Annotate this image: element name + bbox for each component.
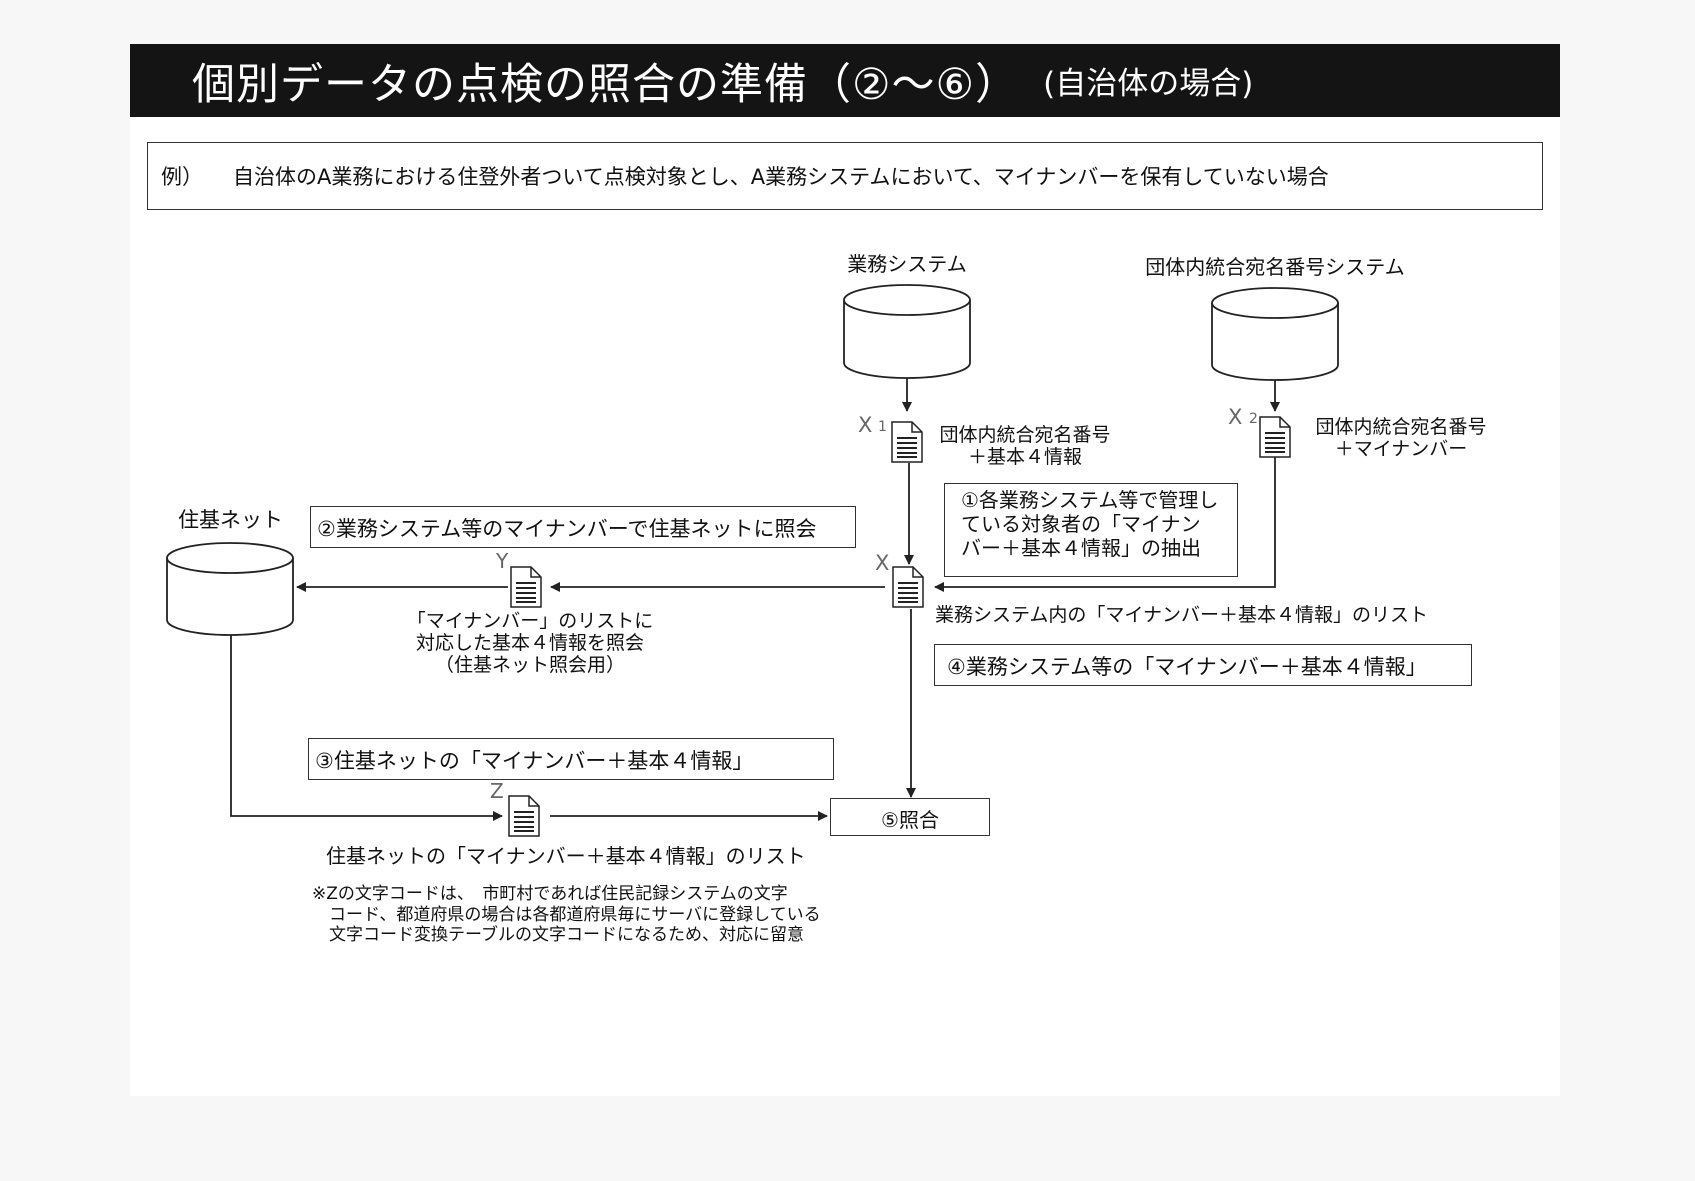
- z-document-icon: [508, 795, 540, 837]
- y-marker: Y: [496, 549, 509, 573]
- x-label: 業務システム内の「マイナンバー＋基本４情報」のリスト: [935, 604, 1429, 626]
- x2-label-line2: ＋マイナンバー: [1334, 437, 1468, 460]
- integrated-address-system-label: 団体内統合宛名番号システム: [1145, 255, 1405, 279]
- step3-box: ③住基ネットの「マイナンバー＋基本４情報」: [308, 738, 834, 780]
- character-code-note: ※Zの文字コードは、 市町村であれば住民記録システムの文字 コード、都道府県の場…: [312, 884, 821, 946]
- x2-label: 団体内統合宛名番号 ＋マイナンバー: [1306, 416, 1496, 461]
- x2-subscript: 2: [1249, 411, 1258, 427]
- example-box: 例） 自治体のA業務における住登外者ついて点検対象とし、A業務システムにおいて、…: [147, 142, 1543, 210]
- x1-document-icon: [891, 421, 923, 463]
- step2-text: ②業務システム等のマイナンバーで住基ネットに照会: [317, 517, 817, 541]
- arrow-juki-to-z: [230, 635, 503, 821]
- step5-box: ⑤照合: [830, 798, 990, 836]
- example-text: 自治体のA業務における住登外者ついて点検対象とし、A業務システムにおいて、マイナ…: [233, 165, 1329, 189]
- slide-background: [130, 44, 1560, 1096]
- step1-box: ①各業務システム等で管理し ている対象者の「マイナン バー＋基本４情報」の抽出: [944, 483, 1238, 577]
- step2-box: ②業務システム等のマイナンバーで住基ネットに照会: [310, 506, 856, 548]
- step1-line1: ①各業務システム等で管理し: [961, 488, 1219, 512]
- y-document-icon: [510, 566, 542, 608]
- x1-subscript: 1: [878, 419, 887, 435]
- x2-marker: X: [1228, 405, 1243, 429]
- x-marker: X: [875, 551, 890, 575]
- note-line3: 文字コード変換テーブルの文字コードになるため、対応に留意: [312, 925, 804, 946]
- integrated-address-db-icon: [1211, 287, 1339, 381]
- business-system-label: 業務システム: [847, 252, 967, 276]
- y-label-line3: （住基ネット照会用）: [434, 653, 625, 676]
- x1-label-line2: ＋基本４情報: [967, 445, 1082, 468]
- example-label: 例）: [161, 165, 203, 189]
- step3-text: ③住基ネットの「マイナンバー＋基本４情報」: [315, 749, 754, 773]
- y-label-line2: 対応した基本４情報を照会: [415, 631, 644, 654]
- note-line2: コード、都道府県の場合は各都道府県毎にサーバに登録している: [312, 904, 821, 925]
- step5-text: ⑤照合: [881, 808, 939, 832]
- y-label: 「マイナンバー」のリストに 対応した基本４情報を照会 （住基ネット照会用）: [395, 610, 665, 677]
- title-bar: 個別データの点検の照合の準備（②～⑥） (自治体の場合): [130, 44, 1560, 117]
- x2-document-icon: [1259, 416, 1291, 458]
- arrow-x2-to-x: [934, 456, 1276, 592]
- z-label: 住基ネットの「マイナンバー＋基本４情報」のリスト: [326, 844, 806, 868]
- x1-label: 団体内統合宛名番号 ＋基本４情報: [930, 424, 1120, 469]
- business-system-db-icon: [843, 284, 971, 379]
- note-line1: ※Zの文字コードは、 市町村であれば住民記録システムの文字: [312, 884, 788, 904]
- step1-line3: バー＋基本４情報」の抽出: [961, 536, 1201, 560]
- page-subtitle: (自治体の場合): [1043, 66, 1254, 102]
- z-marker: Z: [490, 779, 504, 803]
- juki-net-label: 住基ネット: [178, 508, 283, 532]
- step4-text: ④業務システム等の「マイナンバー＋基本４情報」: [947, 655, 1427, 679]
- x1-label-line1: 団体内統合宛名番号: [939, 424, 1111, 446]
- step4-box: ④業務システム等の「マイナンバー＋基本４情報」: [934, 644, 1472, 686]
- x-document-icon: [892, 566, 924, 608]
- y-label-line1: 「マイナンバー」のリストに: [406, 610, 654, 632]
- juki-net-db-icon: [166, 542, 294, 636]
- x2-label-line1: 団体内統合宛名番号: [1315, 416, 1487, 438]
- page-title: 個別データの点検の照合の準備（②～⑥）: [192, 59, 1020, 110]
- x1-marker: X: [858, 413, 873, 437]
- step1-line2: ている対象者の「マイナン: [961, 512, 1201, 536]
